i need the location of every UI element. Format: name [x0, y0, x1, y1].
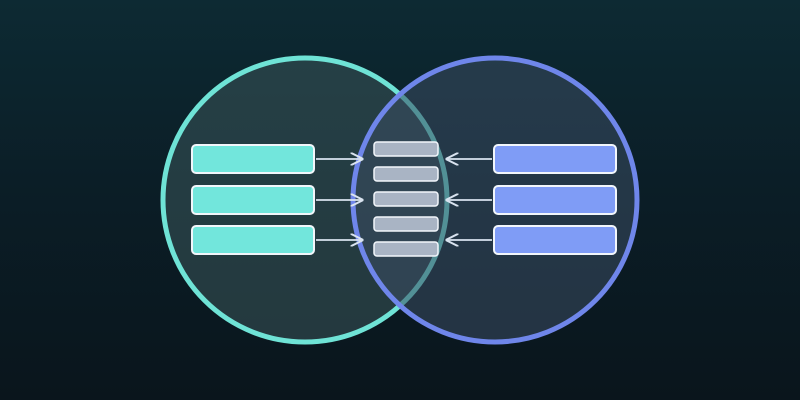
left-arrow-group: [316, 159, 362, 240]
center-block: [373, 141, 439, 157]
right-block-group: [493, 144, 617, 255]
center-block: [373, 241, 439, 257]
left-block: [191, 144, 315, 174]
left-block-group: [191, 144, 315, 255]
center-block: [373, 216, 439, 232]
right-arrow-group: [447, 159, 492, 240]
center-block-group: [373, 141, 439, 257]
center-block: [373, 166, 439, 182]
right-block: [493, 185, 617, 215]
left-block: [191, 185, 315, 215]
left-block: [191, 225, 315, 255]
right-block: [493, 144, 617, 174]
right-block: [493, 225, 617, 255]
center-block: [373, 191, 439, 207]
